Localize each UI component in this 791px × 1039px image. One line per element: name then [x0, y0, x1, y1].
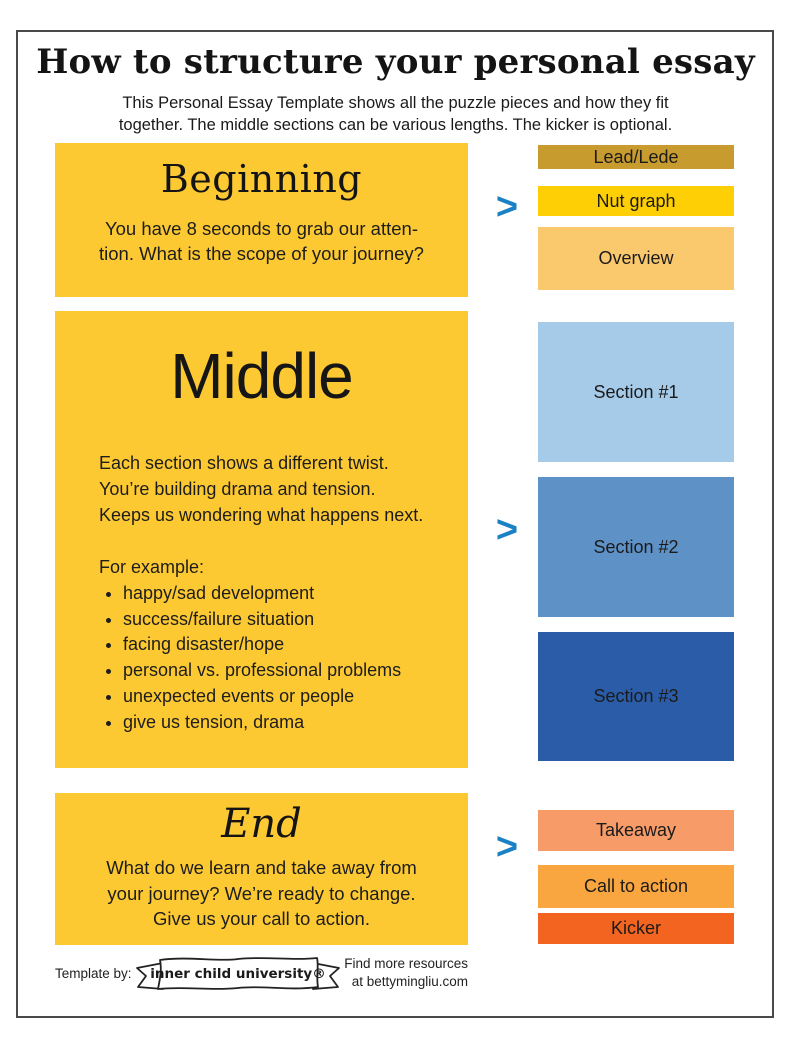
examples-intro: For example:: [99, 556, 205, 577]
middle-panel: Middle Each section shows a different tw…: [55, 311, 468, 768]
spacer: [99, 529, 468, 555]
middle-body-line: Each section shows a different twist.: [99, 453, 389, 473]
middle-body-line: You’re building drama and tension.: [99, 478, 376, 499]
part-nut-graph: Nut graph: [538, 186, 734, 216]
beginning-body: You have 8 seconds to grab our atten- ti…: [55, 217, 468, 267]
part-label: Lead/Lede: [593, 146, 679, 167]
resources-line: at bettymingliu.com: [351, 974, 468, 989]
list-item: happy/sad development: [123, 581, 468, 607]
part-kicker: Kicker: [538, 913, 734, 944]
ribbon-band: [156, 957, 319, 990]
part-label: Overview: [598, 248, 674, 268]
part-label: Section #1: [593, 381, 679, 402]
middle-body: Each section shows a different twist. Yo…: [55, 451, 468, 736]
part-section-3: Section #3: [538, 632, 734, 761]
list-item: facing disaster/hope: [123, 632, 468, 658]
part-label: Section #3: [593, 686, 679, 706]
part-label: Takeaway: [595, 820, 677, 840]
template-by-label: Template by:: [55, 965, 132, 981]
end-body-line: Give us your call to action.: [153, 908, 370, 930]
part-overview: Overview: [538, 227, 734, 290]
part-label: Nut graph: [596, 190, 676, 211]
chevron-right-icon: >: [495, 186, 519, 228]
chevron-right-icon: >: [495, 509, 519, 551]
end-body: What do we learn and take away from your…: [55, 855, 468, 932]
part-label: Kicker: [610, 918, 661, 938]
list-item: success/failure situation: [123, 607, 468, 633]
middle-heading: Middle: [170, 340, 354, 412]
middle-body-line: Keeps us wondering what happens next.: [99, 504, 424, 525]
examples-list: happy/sad development success/failure si…: [99, 581, 468, 736]
resources-note: Find more resources at bettymingliu.com: [344, 955, 468, 991]
beginning-heading: Beginning: [160, 157, 363, 201]
resources-line: Find more resources: [344, 956, 468, 972]
page-subtitle: This Personal Essay Template shows all t…: [118, 94, 673, 135]
beginning-body-line: You have 8 seconds to grab our atten-: [104, 218, 418, 239]
page-title: How to structure your personal essay: [36, 42, 755, 82]
end-heading: End: [221, 801, 302, 847]
chevron-right-icon: >: [495, 826, 519, 868]
list-item: unexpected events or people: [123, 684, 468, 710]
end-panel: End What do we learn and take away from …: [55, 793, 468, 945]
footer: Template by: inner child university® Fin…: [55, 946, 468, 1000]
end-body-line: your journey? We’re ready to change.: [107, 882, 416, 904]
part-label: Call to action: [583, 876, 689, 896]
ribbon-badge-text: inner child university®: [150, 966, 325, 982]
part-label: Section #2: [593, 536, 679, 557]
beginning-panel: Beginning You have 8 seconds to grab our…: [55, 143, 468, 297]
list-item: personal vs. professional problems: [123, 658, 468, 684]
list-item: give us tension, drama: [123, 710, 468, 736]
page-border-frame: [16, 30, 774, 1018]
part-lead-lede: Lead/Lede: [538, 145, 734, 169]
part-section-2: Section #2: [538, 477, 734, 617]
beginning-body-line: tion. What is the scope of your journey?: [99, 242, 424, 264]
part-call-to-action: Call to action: [538, 865, 734, 908]
part-section-1: Section #1: [538, 322, 734, 462]
inner-child-university-ribbon-badge: inner child university®: [135, 957, 340, 990]
end-body-line: What do we learn and take away from: [106, 857, 417, 878]
part-takeaway: Takeaway: [538, 810, 734, 851]
